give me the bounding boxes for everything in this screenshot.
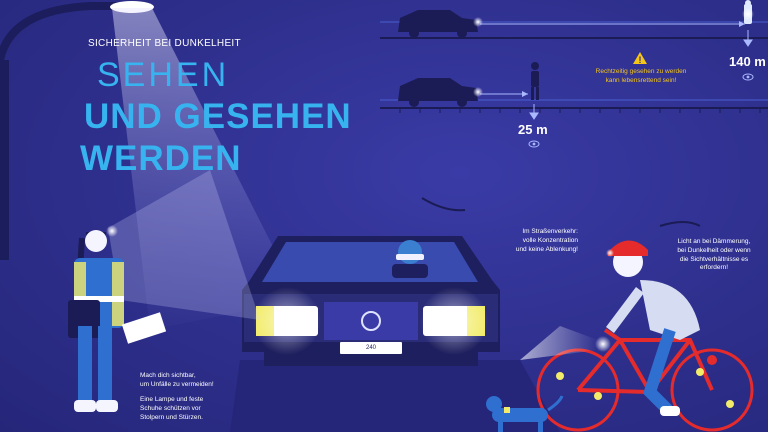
warning-text: Rechtzeitig gesehen zu werden kann leben… bbox=[595, 68, 687, 84]
car-front bbox=[242, 236, 500, 366]
distance-near-label: 25 m bbox=[518, 122, 548, 137]
dog-figure bbox=[486, 395, 564, 432]
curved-arrow-left bbox=[421, 197, 466, 212]
eye-icon-far bbox=[742, 73, 754, 81]
distance-arrows bbox=[529, 30, 753, 120]
small-car-bottom bbox=[398, 78, 483, 107]
pedestrian-callout-2: Eine Lampe und feste Schuhe schützen vor… bbox=[140, 396, 204, 421]
svg-text:!: ! bbox=[639, 55, 642, 65]
cyclist-figure bbox=[520, 240, 754, 432]
warning-icon: ! bbox=[633, 52, 647, 65]
distance-far-label: 140 m bbox=[729, 54, 766, 69]
pedestrian-callout-1: Mach dich sichtbar, um Unfälle zu vermei… bbox=[140, 372, 214, 388]
kicker: SICHERHEIT BEI DUNKELHEIT bbox=[88, 38, 241, 49]
curved-arrow-right bbox=[659, 221, 701, 227]
walker-far bbox=[742, 0, 754, 24]
pedestrian-figure bbox=[68, 170, 260, 412]
walker-near bbox=[531, 62, 539, 100]
cyclist-callout: Licht an bei Dämmerung, bei Dunkelheit o… bbox=[677, 238, 751, 272]
title-line-2: UND GESEHEN bbox=[84, 97, 352, 136]
driver-callout: Im Straßenverkehr: volle Konzentration u… bbox=[515, 228, 578, 253]
title-line-3: WERDEN bbox=[80, 139, 242, 178]
eye-icon-near bbox=[528, 140, 540, 148]
street-lamp bbox=[0, 1, 300, 330]
title-line-1: SEHEN bbox=[97, 56, 230, 94]
license-plate: 240 bbox=[365, 345, 376, 351]
small-car-top bbox=[398, 10, 483, 38]
